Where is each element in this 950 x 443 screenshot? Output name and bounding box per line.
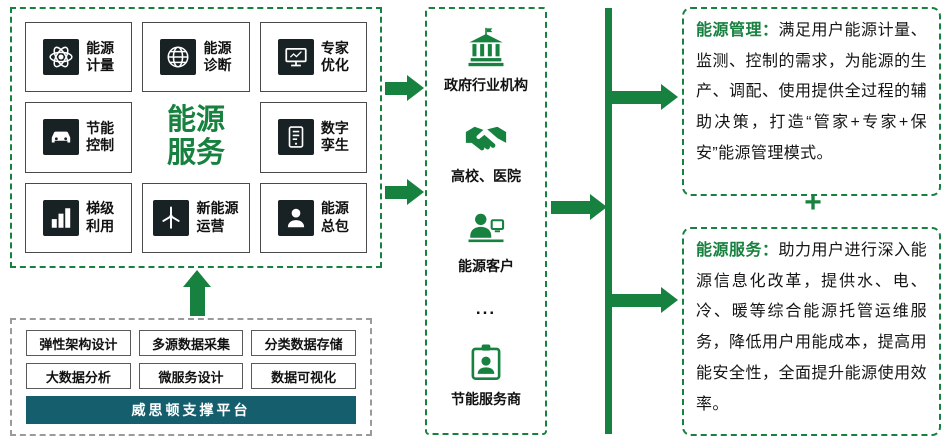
car-icon	[43, 119, 80, 156]
platform-panel: 弹性架构设计 多源数据采集 分类数据存储 大数据分析 微服务设计 数据可视化 威…	[10, 318, 372, 436]
platform-footer-banner: 威思顿支撑平台	[26, 396, 356, 424]
customer-item-label: 能源客户	[458, 258, 514, 274]
service-item-label: 数字 孪生	[320, 119, 349, 154]
platform-item: 数据可视化	[251, 363, 356, 389]
service-item-label: 能源 计量	[86, 39, 115, 74]
customer-item-label: 高校、医院	[451, 167, 521, 184]
platform-item: 弹性架构设计	[26, 330, 131, 356]
platform-grid: 弹性架构设计 多源数据采集 分类数据存储 大数据分析 微服务设计 数据可视化	[26, 330, 356, 389]
service-item-cascade-utilization: 梯级 利用	[25, 182, 133, 253]
customer-icon	[465, 208, 507, 250]
wind-turbine-icon	[153, 199, 190, 236]
service-item-label: 专家 优化	[320, 39, 349, 74]
energy-management-title: 能源管理：	[696, 22, 779, 39]
energy-service-panel: 能源 计量 能源 诊断 专家 优化 节能 控制 能源 服务 数字 孪生	[10, 7, 382, 268]
plus-sign: +	[804, 186, 822, 219]
service-item-energy-saving-control: 节能 控制	[25, 102, 133, 173]
arrow-platform-to-service	[183, 270, 211, 316]
customers-ellipsis: ...	[475, 298, 497, 318]
service-item-label: 梯级 利用	[86, 200, 115, 234]
government-building-icon	[465, 27, 507, 69]
arrow-line-to-management	[612, 84, 678, 110]
energy-service-title: 能源服务：	[696, 242, 779, 259]
service-item-label: 能源 诊断	[203, 39, 232, 74]
arrow-customers-to-line	[551, 194, 607, 220]
energy-service-text: 能源服务：助力用户进行深入能源信息化改革，提供水、电、冷、暖等综合能源托管运维服…	[696, 236, 927, 420]
energy-management-body: 满足用户能源计量、监测、控制的需求，为能源的生产、调配、使用提供全过程的辅助决策…	[696, 22, 927, 162]
customer-item-government: 政府行业机构	[444, 27, 528, 95]
service-item-digital-twin: 数字 孪生	[259, 102, 367, 173]
panel-title-energy-service: 能源 服务	[166, 104, 225, 170]
service-item-metering: 能源 计量	[25, 22, 133, 93]
atom-icon	[43, 39, 80, 76]
energy-management-text: 能源管理：满足用户能源计量、监测、控制的需求，为能源的生产、调配、使用提供全过程…	[696, 16, 927, 170]
service-item-energy-epc: 能源 总包	[259, 182, 367, 253]
arrow-head	[183, 270, 211, 287]
handshake-icon	[465, 118, 507, 160]
platform-item: 多源数据采集	[138, 330, 244, 356]
monitor-icon	[277, 39, 314, 76]
service-item-label: 节能 控制	[86, 119, 115, 154]
tablet-icon	[277, 119, 314, 156]
vertical-connector-line	[605, 8, 612, 434]
energy-management-panel: 能源管理：满足用户能源计量、监测、控制的需求，为能源的生产、调配、使用提供全过程…	[682, 7, 941, 196]
service-item-label: 新能源 运营	[196, 200, 239, 234]
arrow-shaft	[189, 287, 205, 316]
arrow-service-to-customers-bottom	[385, 179, 424, 205]
service-item-expert-optimization: 专家 优化	[259, 22, 367, 93]
arrow-service-to-customers-top	[385, 75, 424, 101]
platform-item: 大数据分析	[26, 363, 131, 389]
energy-service-value-panel: 能源服务：助力用户进行深入能源信息化改革，提供水、电、冷、暖等综合能源托管运维服…	[682, 227, 941, 436]
energy-service-body: 助力用户进行深入能源信息化改革，提供水、电、冷、暖等综合能源托管运维服务，降低用…	[696, 242, 927, 413]
customer-item-label: 政府行业机构	[444, 77, 528, 93]
service-item-new-energy-operation: 新能源 运营	[142, 182, 250, 253]
person-icon	[277, 199, 314, 236]
service-item-label: 能源 总包	[320, 200, 349, 234]
id-badge-icon	[465, 341, 507, 383]
globe-icon	[160, 39, 197, 76]
customer-item-energy-customers: 能源客户	[458, 208, 514, 276]
customer-item-label: 节能服务商	[451, 391, 521, 407]
service-item-diagnosis: 能源 诊断	[142, 22, 250, 93]
customer-item-universities-hospitals: 高校、医院	[451, 118, 521, 186]
arrow-line-to-service	[612, 287, 678, 313]
customer-item-service-providers: 节能服务商	[451, 341, 521, 409]
platform-item: 分类数据存储	[251, 330, 356, 356]
steps-icon	[43, 199, 80, 236]
customers-panel: 政府行业机构 高校、医院 能源客户 ... 节能服务商	[425, 7, 547, 435]
platform-item: 微服务设计	[138, 363, 244, 389]
